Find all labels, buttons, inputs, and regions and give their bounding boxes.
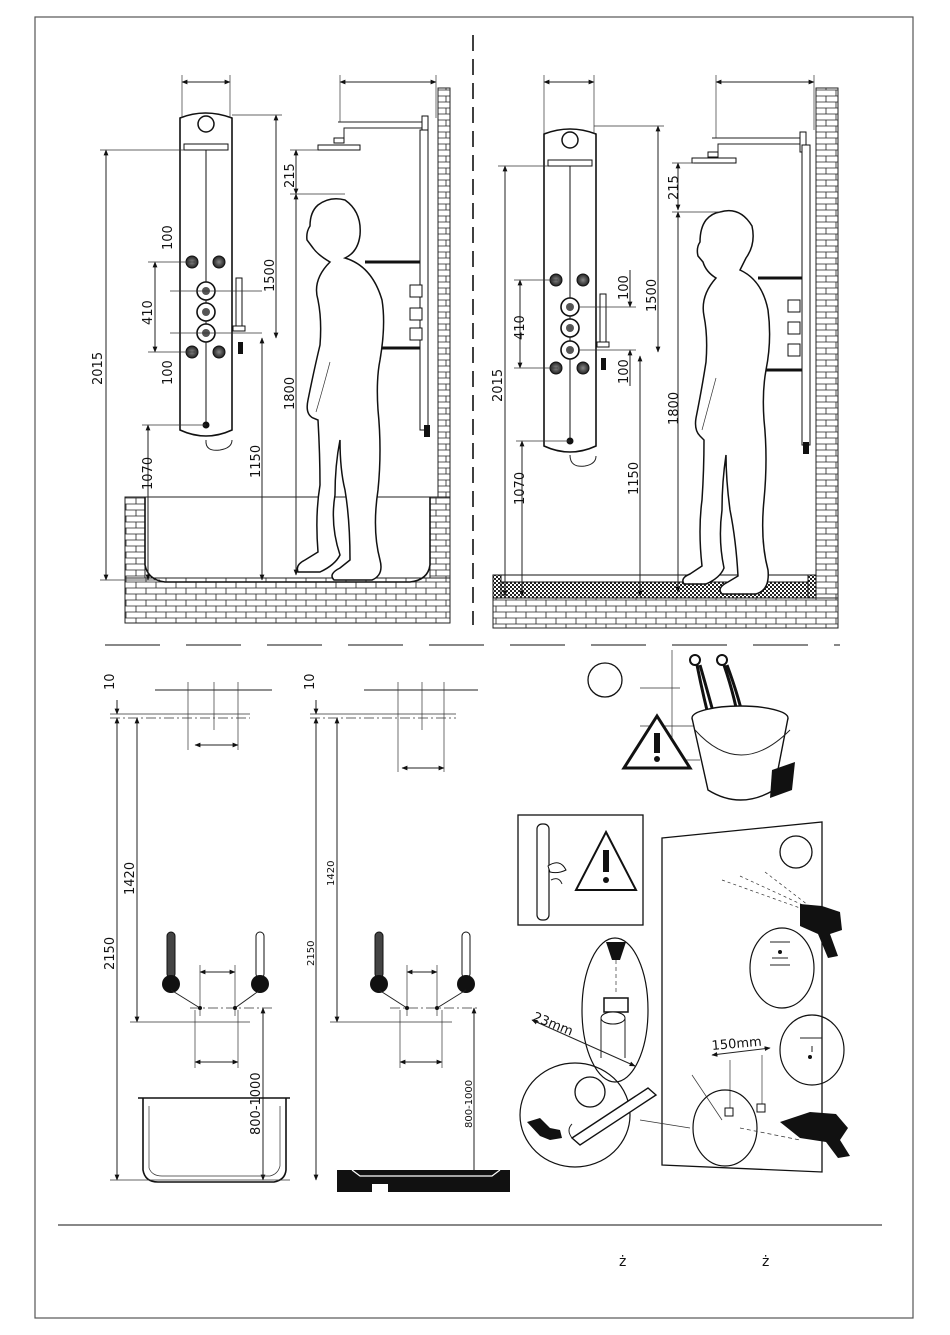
body-jet-icon (577, 362, 589, 374)
dim-800-1000-mid: 800-1000 (464, 1080, 475, 1128)
tub-brick-right (430, 497, 450, 578)
dim-800-1000-left: 800-1000 (249, 1072, 264, 1135)
dim-10-mid: 10 (303, 673, 318, 690)
bathtub-roughin-diagram: 10 2150 1420 800-1000 (103, 673, 290, 1182)
dim-2150-mid: 2150 (306, 941, 317, 966)
cold-supply-pipe-icon (462, 932, 470, 978)
mounting-step: 150mm (662, 822, 850, 1172)
footer-char-a: ż (619, 1254, 626, 1270)
warning-triangle-icon (624, 716, 690, 768)
flushing-step (588, 650, 795, 800)
dim-1150-left: 1150 (249, 445, 264, 478)
dim-100-bottom-left: 100 (161, 360, 176, 385)
dim-100-top-right: 100 (617, 275, 632, 300)
bathtub-section (138, 1098, 290, 1182)
dim-215-right: 215 (667, 175, 682, 200)
tub-brick-left (125, 497, 145, 578)
shower-tray-section (337, 1170, 510, 1192)
dim-2015-left: 2015 (91, 352, 106, 385)
left-bathtub-elevation: 2015 1070 100 410 100 1150 1500 1800 215 (91, 75, 450, 623)
human-figure-right (683, 211, 770, 594)
dim-1800-right: 1800 (667, 392, 682, 425)
dim-1070-right: 1070 (513, 472, 528, 505)
dim-100-top-left: 100 (161, 225, 176, 250)
dim-215-left: 215 (283, 163, 298, 188)
right-tray-elevation: 2015 1070 410 100 100 1150 1500 1800 215 (491, 75, 838, 628)
hand-shower-icon (236, 278, 242, 326)
dim-1150-right: 1150 (627, 462, 642, 495)
body-jet-icon (577, 274, 589, 286)
step-circle-icon (575, 1077, 605, 1107)
hand-shower-icon (600, 294, 606, 342)
dim-1500-right: 1500 (645, 279, 660, 312)
dim-23mm: 23mm (531, 1010, 575, 1040)
wall-brick-right-2 (816, 88, 838, 628)
dim-410-right: 410 (513, 315, 528, 340)
floor-brick (125, 578, 450, 623)
dim-100-bottom-right: 100 (617, 359, 632, 384)
splash-warning-step (518, 815, 643, 925)
tray-screed (493, 582, 816, 598)
dim-1420-left: 1420 (123, 862, 138, 895)
shower-panel-left (180, 113, 245, 450)
dim-410-left: 410 (141, 300, 156, 325)
dim-1420-mid: 1420 (326, 861, 337, 886)
dim-10-left: 10 (103, 673, 118, 690)
dim-2015-right: 2015 (491, 369, 506, 402)
dim-1070-left: 1070 (141, 457, 156, 490)
tray-roughin-diagram: 10 2150 1420 800-1000 (303, 673, 510, 1192)
seal-icon (606, 942, 626, 960)
dim-2150-left: 2150 (103, 937, 118, 970)
dim-1800-left: 1800 (283, 377, 298, 410)
cold-supply-pipe-icon (256, 932, 264, 978)
step-circle-icon (588, 663, 622, 697)
human-figure-left (297, 199, 383, 580)
hot-supply-pipe-icon (167, 932, 175, 978)
body-jet-icon (213, 346, 225, 358)
step-circle-icon (780, 836, 812, 868)
footer-char-b: ż (762, 1254, 769, 1270)
body-jet-icon (213, 256, 225, 268)
shower-panel-right (544, 129, 609, 466)
hot-supply-pipe-icon (375, 932, 383, 978)
floor-brick-2 (493, 598, 838, 628)
dim-1500-left: 1500 (263, 259, 278, 292)
bathtub-outline (145, 497, 430, 582)
